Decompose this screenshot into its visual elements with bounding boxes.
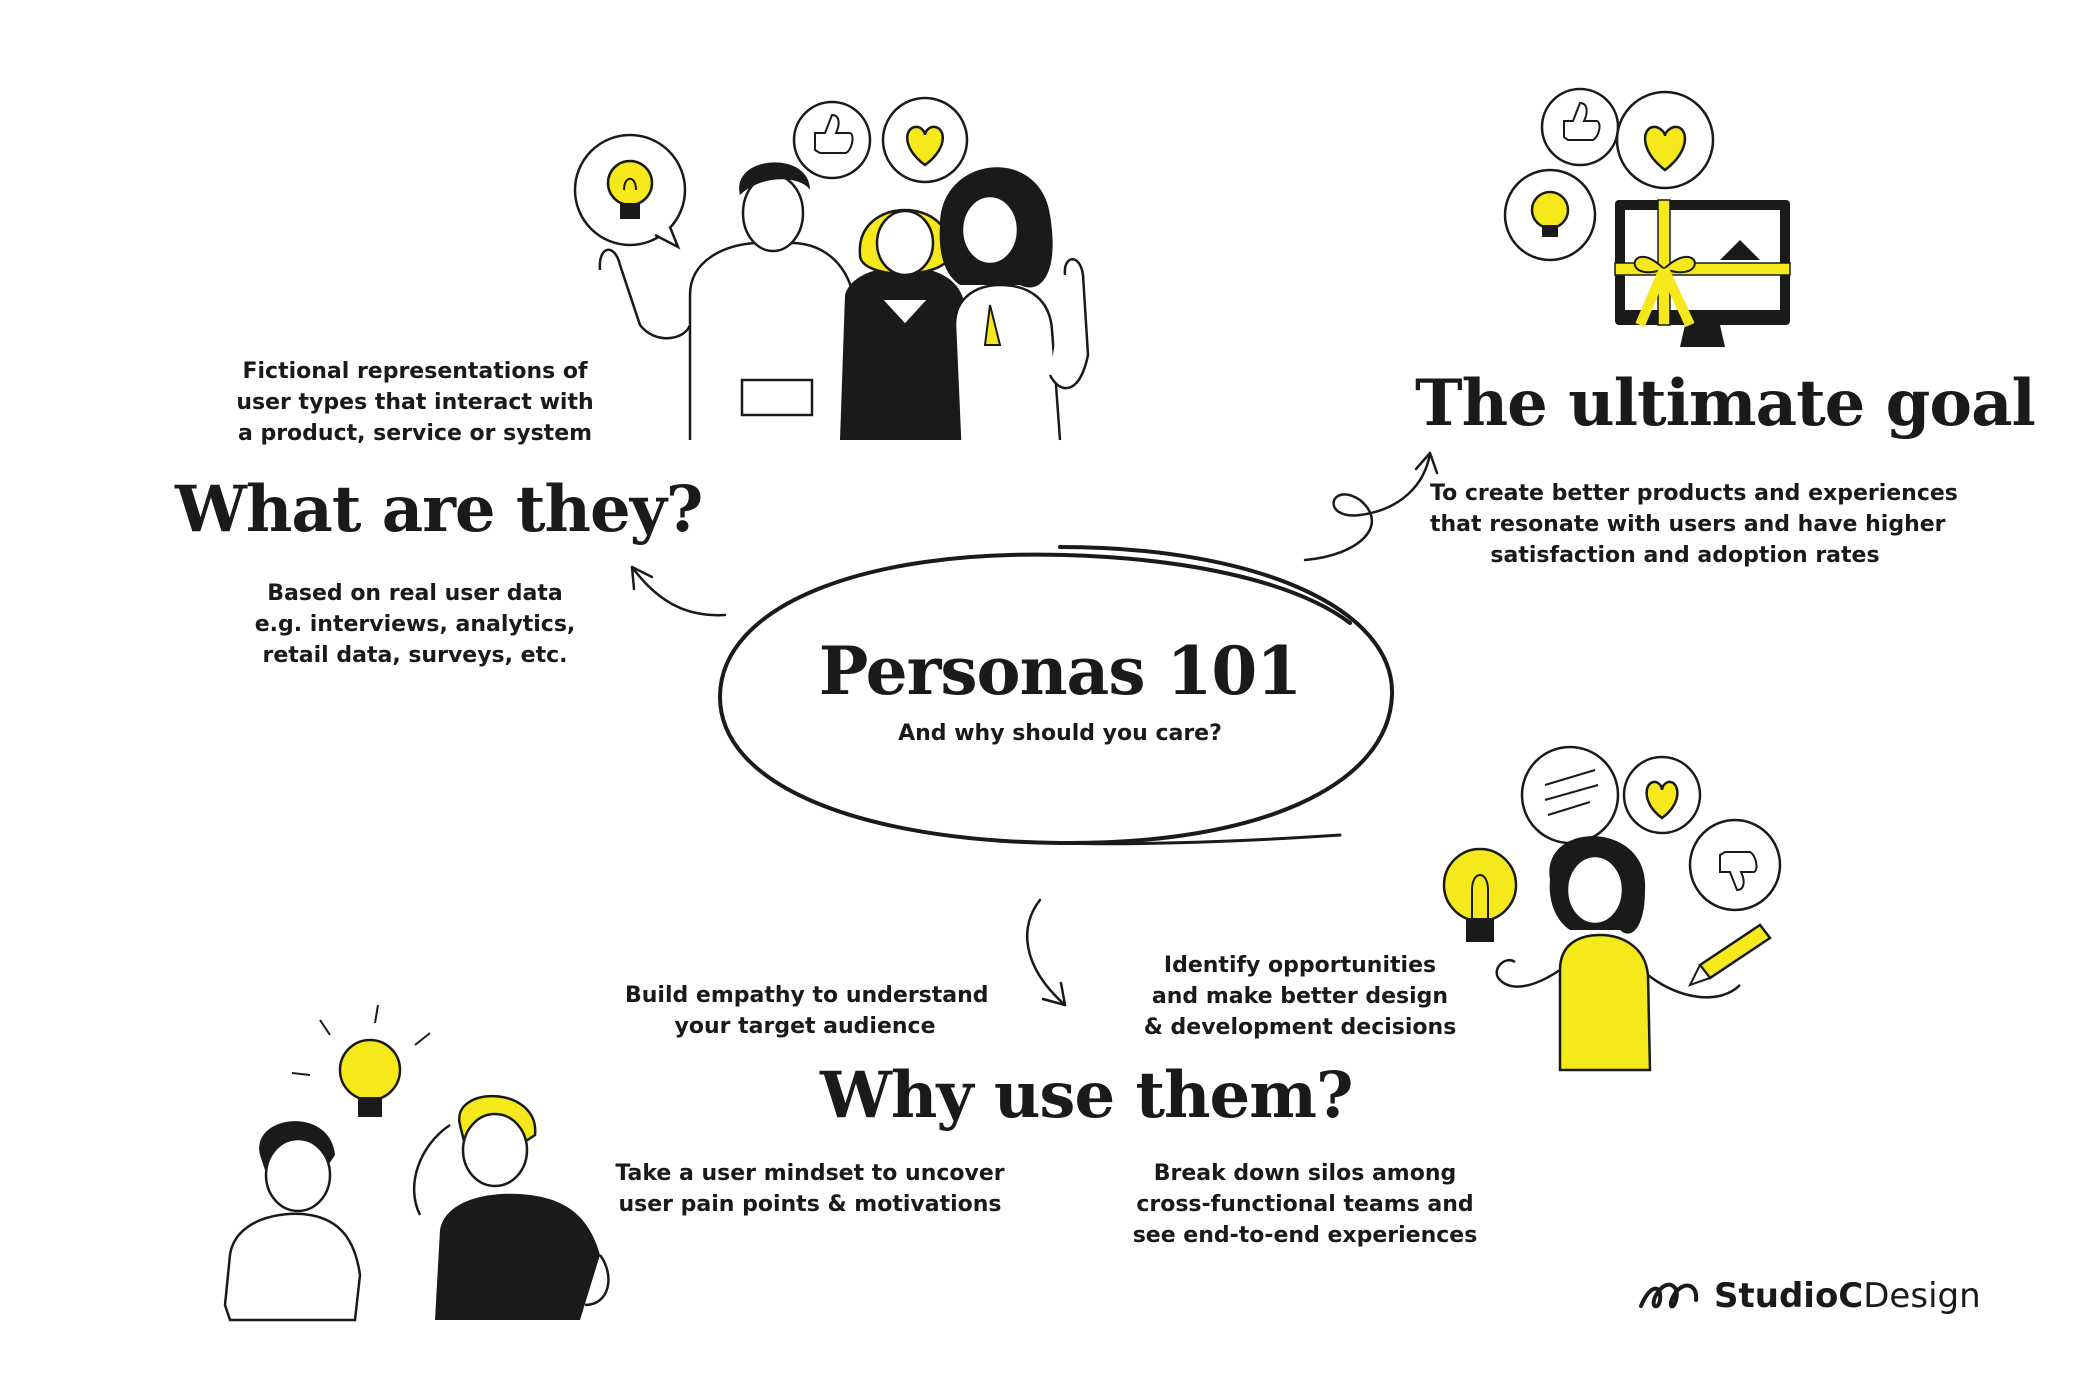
what-definition-line: Fictional representations of	[242, 359, 588, 384]
person-thinking-left	[223, 1121, 362, 1322]
heart-icon	[1622, 755, 1702, 835]
brand-bold: StudioC	[1714, 1276, 1864, 1316]
thumbs-up-icon	[792, 100, 872, 180]
people-group-illustration	[573, 96, 1090, 441]
what-definition-line: a product, service or system	[237, 421, 593, 446]
person-middle	[840, 208, 965, 440]
center-subtitle: And why should you care?	[898, 721, 1222, 746]
what-definition-text: Fictional representations of user types …	[215, 356, 615, 449]
why-opportunities-line: & development decisions	[1143, 1015, 1457, 1040]
why-empathy-text: Build empathy to understand your target …	[625, 980, 989, 1042]
center-title: Personas 101	[818, 632, 1302, 710]
what-based-on-line: Based on real user data	[267, 581, 563, 606]
why-mindset-line: Take a user mindset to uncover	[615, 1161, 1005, 1186]
what-based-on-line: retail data, surveys, etc.	[262, 643, 568, 668]
what-heading: What are they?	[175, 472, 703, 547]
why-mindset-line: user pain points & motivations	[618, 1192, 1002, 1217]
why-silos-line: Break down silos among	[1153, 1161, 1457, 1186]
why-opportunities-line: Identify opportunities	[1163, 953, 1437, 978]
woman-ideas-illustration	[1442, 745, 1782, 1072]
why-silos-text: Break down silos among cross-functional …	[1130, 1158, 1480, 1251]
goal-text-line: that resonate with users and have higher	[1430, 512, 1946, 537]
woman-figure	[1495, 836, 1741, 1072]
monitor-gift-icon	[1614, 199, 1791, 347]
chat-bubble-icon	[1520, 745, 1620, 845]
why-mindset-text: Take a user mindset to uncover user pain…	[615, 1158, 1005, 1220]
goal-heading: The ultimate goal	[1415, 366, 2036, 441]
what-based-on-line: e.g. interviews, analytics,	[254, 612, 576, 637]
thumbs-up-icon	[1540, 87, 1620, 167]
lightbulb-icon	[573, 133, 687, 250]
why-empathy-line: Build empathy to understand	[625, 983, 989, 1008]
two-people-thinking-illustration	[223, 1004, 610, 1322]
arrow-to-goal	[1303, 451, 1439, 562]
why-opportunities-text: Identify opportunities and make better d…	[1140, 950, 1460, 1043]
lightbulb-icon	[291, 1004, 431, 1117]
thumbs-down-icon	[1688, 818, 1782, 912]
person-left	[598, 162, 857, 440]
arrow-to-what	[630, 565, 727, 617]
why-opportunities-line: and make better design	[1151, 984, 1449, 1009]
person-right	[939, 167, 1090, 441]
person-thinking-right	[412, 1095, 610, 1320]
studioc-logo-icon	[1639, 1282, 1699, 1309]
goal-text-line: satisfaction and adoption rates	[1490, 543, 1880, 568]
arrow-to-why	[1025, 898, 1067, 1007]
why-silos-line: cross-functional teams and	[1136, 1192, 1474, 1217]
pencil-icon	[1688, 923, 1772, 987]
what-based-on-text: Based on real user data e.g. interviews,…	[215, 578, 615, 671]
center-ellipse	[717, 545, 1395, 846]
why-empathy-line: your target audience	[674, 1014, 936, 1039]
brand-regular: Design	[1863, 1276, 1981, 1316]
lightbulb-icon	[1503, 168, 1597, 262]
goal-text: To create better products and experience…	[1430, 478, 1958, 571]
monitor-gift-illustration	[1503, 87, 1791, 347]
what-definition-line: user types that interact with	[236, 390, 594, 415]
goal-text-line: To create better products and experience…	[1430, 481, 1958, 506]
why-silos-line: see end-to-end experiences	[1132, 1223, 1478, 1248]
brand-wordmark: StudioCDesign	[1714, 1276, 1981, 1316]
heart-icon	[881, 96, 969, 184]
lightbulb-icon	[1442, 847, 1518, 942]
why-heading: Why use them?	[820, 1058, 1353, 1133]
heart-icon	[1615, 90, 1715, 190]
